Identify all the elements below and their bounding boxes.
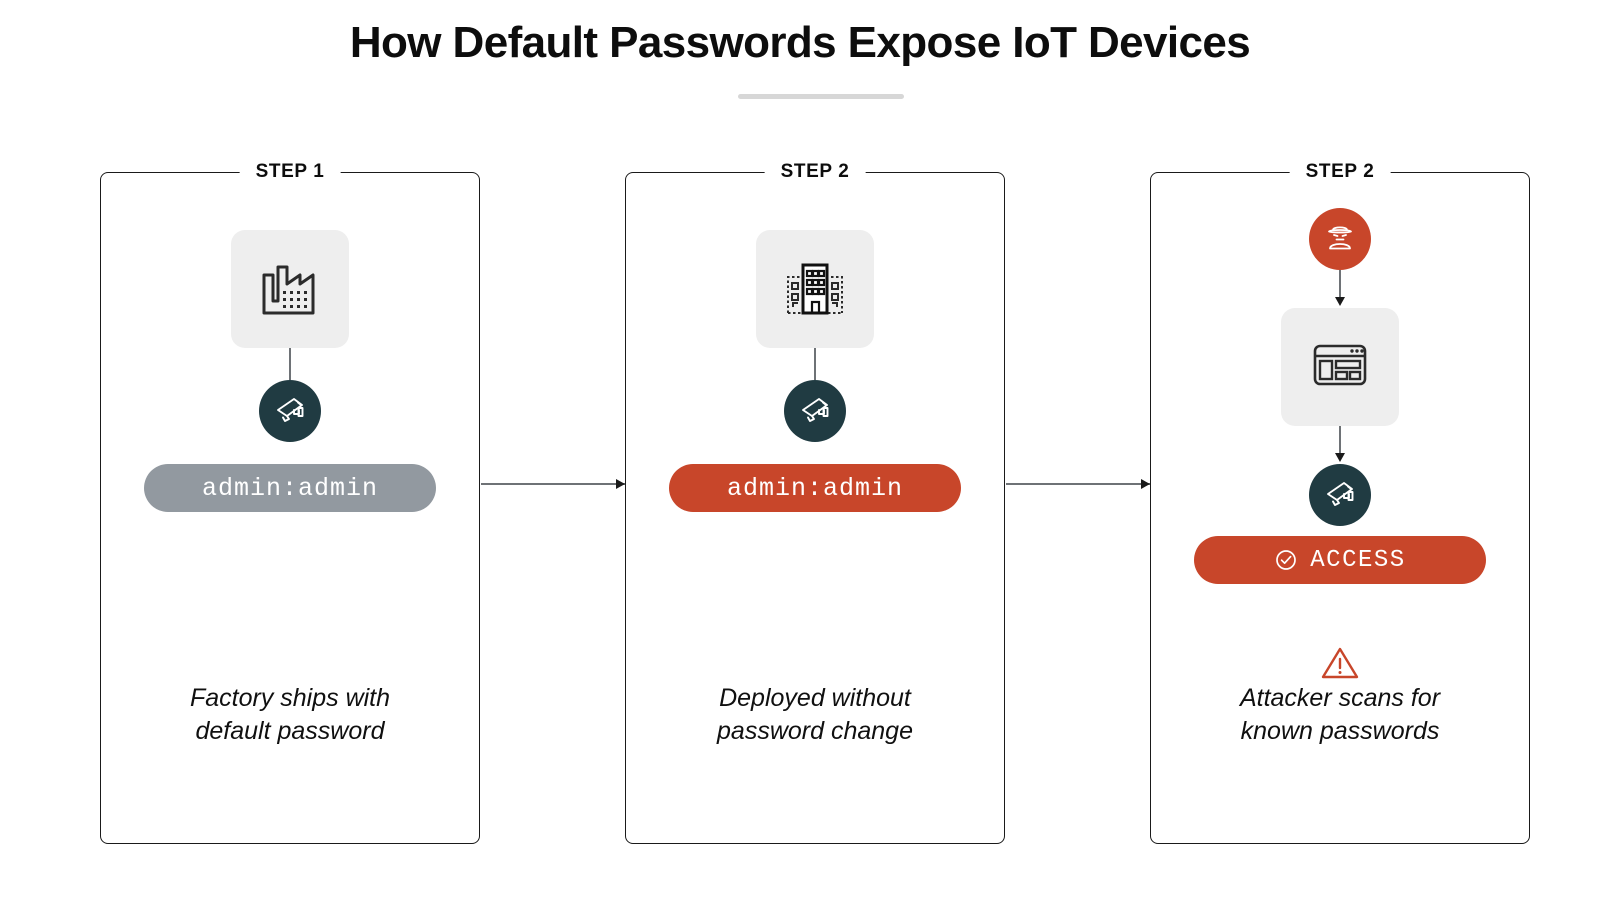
step-card-3: STEP 2 [1150, 161, 1530, 844]
steps-container: STEP 1 [0, 161, 1600, 852]
step-label-2: STEP 2 [780, 161, 850, 182]
office-building-icon [779, 251, 851, 328]
security-camera-icon [797, 391, 833, 432]
arrow-browser-to-camera [1333, 426, 1347, 464]
credentials-text-1: admin:admin [201, 473, 379, 503]
factory-icon-tile [231, 230, 349, 348]
security-camera-icon [272, 391, 308, 432]
security-camera-badge-3 [1309, 464, 1371, 526]
attacker-badge [1309, 208, 1371, 270]
warning-icon-wrap [1150, 644, 1530, 687]
step-label-notch: STEP 1 [239, 161, 341, 183]
step-caption-2: Deployed without password change [625, 682, 1005, 747]
caption-line-3b: known passwords [1240, 716, 1440, 745]
browser-window-icon [1307, 332, 1373, 403]
caption-line-1b: default password [195, 716, 385, 745]
step-card-2: STEP 2 [625, 161, 1005, 844]
security-camera-icon [1322, 475, 1358, 516]
browser-window-icon-tile [1281, 308, 1399, 426]
caption-line-2b: password change [717, 716, 913, 745]
office-building-icon-tile [756, 230, 874, 348]
connector-building-to-camera [814, 348, 816, 380]
step-label-notch: STEP 2 [764, 161, 866, 183]
arrow-step2-to-step3 [1006, 477, 1150, 491]
factory-icon [254, 251, 326, 328]
caption-line-2a: Deployed without [719, 684, 911, 712]
step-label-3: STEP 2 [1305, 161, 1375, 182]
step-card-2-body: admin:admin [625, 172, 1005, 844]
security-camera-badge-1 [259, 380, 321, 442]
step-label-1: STEP 1 [255, 161, 325, 182]
caption-line-1a: Factory ships with [189, 684, 391, 712]
title-underline-rule [738, 94, 904, 99]
arrow-step1-to-step2 [481, 477, 625, 491]
step-card-1: STEP 1 [100, 161, 480, 844]
step-caption-1: Factory ships with default password [100, 682, 480, 747]
step-card-3-body: ACCESS [1150, 172, 1530, 844]
credentials-text-2: admin:admin [726, 473, 904, 503]
default-credentials-pill-1: admin:admin [144, 464, 436, 512]
access-text: ACCESS [1310, 546, 1406, 574]
step-card-1-body: admin:admin [100, 172, 480, 844]
default-credentials-pill-2: admin:admin [669, 464, 961, 512]
caption-line-3a: Attacker scans for [1239, 684, 1441, 712]
step-label-notch: STEP 2 [1289, 161, 1391, 183]
check-circle-icon [1274, 548, 1298, 572]
page-title: How Default Passwords Expose IoT Devices [349, 18, 1251, 67]
arrow-attacker-to-browser [1333, 270, 1347, 308]
access-granted-pill: ACCESS [1194, 536, 1486, 584]
step-caption-3: Attacker scans for known passwords [1150, 682, 1530, 747]
attacker-hacker-icon [1322, 219, 1358, 260]
warning-triangle-icon [1320, 644, 1360, 687]
connector-factory-to-camera [289, 348, 291, 380]
security-camera-badge-2 [784, 380, 846, 442]
